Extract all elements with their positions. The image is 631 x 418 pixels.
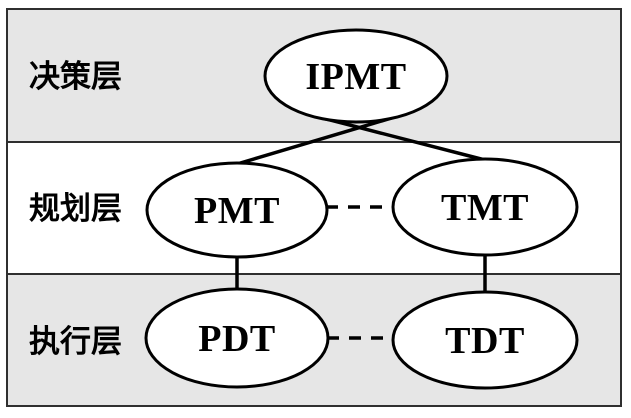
node-pmt-ellipse bbox=[145, 161, 329, 259]
layer-label-planning: 规划层 bbox=[29, 191, 122, 227]
node-tmt-ellipse bbox=[391, 157, 579, 257]
node-tdt-label: TDT bbox=[445, 320, 525, 362]
node-pdt-label: PDT bbox=[198, 318, 276, 360]
node-tdt-ellipse bbox=[391, 290, 579, 390]
node-tmt-label: TMT bbox=[441, 187, 529, 229]
node-pdt-ellipse bbox=[144, 287, 330, 389]
node-pmt-label: PMT bbox=[194, 190, 280, 232]
node-ipmt-ellipse bbox=[263, 28, 449, 124]
node-ipmt-label: IPMT bbox=[305, 56, 406, 98]
layer-label-execution: 执行层 bbox=[29, 324, 122, 360]
layer-label-decision: 决策层 bbox=[29, 59, 122, 95]
